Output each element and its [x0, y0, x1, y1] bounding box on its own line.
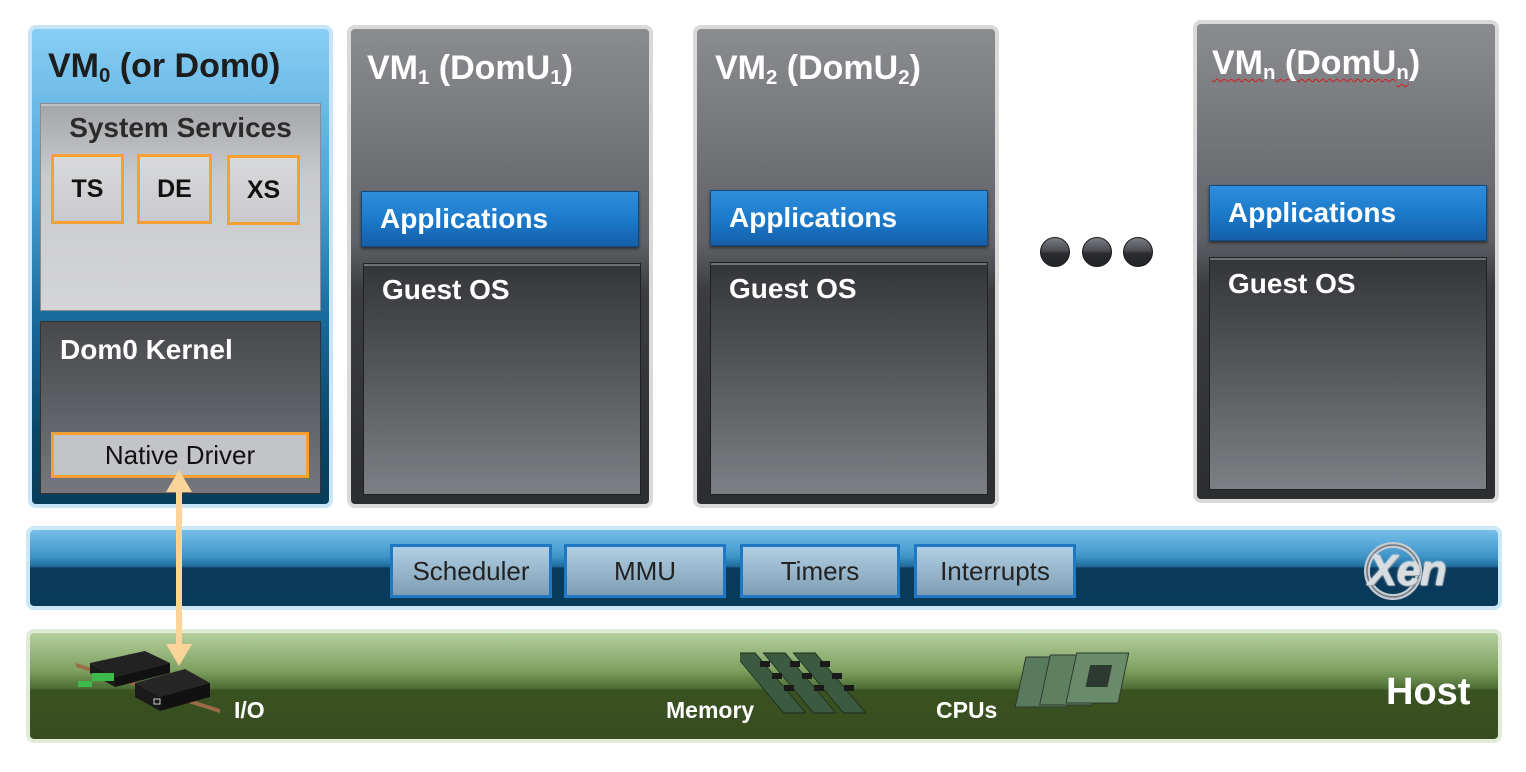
vm2-guest-os-box: Guest OS — [710, 262, 988, 495]
service-xs: XS — [227, 155, 300, 225]
vmn-title: VMn (DomUn) — [1212, 44, 1420, 85]
native-driver-box: Native Driver — [51, 432, 309, 478]
vmn-title-mid: (DomU — [1275, 44, 1397, 82]
io-double-arrow-icon — [166, 470, 192, 666]
dom0-kernel-box: Dom0 Kernel Native Driver — [40, 321, 321, 494]
system-services-box: System Services TS DE XS — [40, 103, 321, 311]
vm0-title-sub: 0 — [99, 65, 111, 88]
memory-module-icon — [740, 652, 867, 714]
io-device-icon — [76, 651, 220, 713]
vm1-title-mid: (DomU — [429, 49, 551, 87]
vm2-title-mid: (DomU — [777, 49, 899, 87]
vm0-title-main: VM — [48, 47, 99, 85]
vm1-title-sub: 1 — [418, 67, 430, 90]
host-label: Host — [1386, 671, 1471, 713]
vm2-title-main: VM — [715, 49, 766, 87]
ellipsis-dot — [1082, 237, 1112, 267]
xen-logo-ring-icon — [1364, 542, 1422, 600]
vmn-title-sub: n — [1263, 62, 1276, 85]
vm2-box: VM2 (DomU2) Applications Guest OS — [693, 25, 999, 508]
host-resource-io: I/O — [234, 697, 265, 723]
vm1-title-end: ) — [561, 49, 573, 87]
host-resource-memory: Memory — [666, 697, 755, 723]
xen-hypervisor-bar: Scheduler MMU Timers Interrupts Xen — [26, 526, 1502, 610]
vm1-title-sub2: 1 — [550, 67, 562, 90]
hypervisor-scheduler: Scheduler — [390, 544, 552, 598]
vmn-guest-os-box: Guest OS — [1209, 257, 1487, 490]
vm0-dom0-box: VM0 (or Dom0) System Services TS DE XS D… — [28, 25, 333, 508]
vm1-applications-box: Applications — [361, 191, 639, 247]
host-resource-cpus: CPUs — [936, 697, 998, 723]
cpu-chip-icon — [1014, 652, 1130, 708]
vmn-title-main-group: VMn — [1212, 44, 1276, 85]
vm1-title: VM1 (DomU1) — [367, 49, 573, 90]
xen-logo-text: Xen — [1368, 546, 1447, 595]
vm1-title-main: VM — [367, 49, 418, 87]
vmn-title-sub2: n — [1396, 62, 1409, 85]
vmn-box: VMn (DomUn) Applications Guest OS — [1193, 20, 1499, 503]
vm0-title-rest: (or Dom0) — [110, 47, 281, 85]
system-services-title: System Services — [69, 112, 292, 143]
vmn-title-main: VM — [1212, 44, 1263, 82]
hypervisor-mmu: MMU — [564, 544, 726, 598]
vm2-applications-box: Applications — [710, 190, 988, 246]
host-bar: I/O Memory CPUs Host — [26, 629, 1502, 743]
ellipsis-dot — [1040, 237, 1070, 267]
dom0-kernel-title: Dom0 Kernel — [60, 334, 233, 365]
vmn-title-mid-group: (DomUn — [1275, 44, 1409, 85]
vm1-guest-os-box: Guest OS — [363, 263, 641, 495]
service-ts: TS — [51, 154, 124, 224]
vm2-title: VM2 (DomU2) — [715, 49, 921, 90]
xen-logo: Xen — [1360, 536, 1490, 608]
ellipsis-dot — [1123, 237, 1153, 267]
vm2-title-sub2: 2 — [898, 67, 910, 90]
hypervisor-timers: Timers — [740, 544, 900, 598]
vm0-title: VM0 (or Dom0) — [48, 47, 280, 88]
vm2-title-sub: 2 — [766, 67, 778, 90]
hypervisor-interrupts: Interrupts — [914, 544, 1076, 598]
vmn-title-end: ) — [1408, 44, 1421, 82]
vm1-box: VM1 (DomU1) Applications Guest OS — [347, 25, 653, 508]
vm2-title-end: ) — [909, 49, 921, 87]
service-de: DE — [137, 154, 212, 224]
vmn-applications-box: Applications — [1209, 185, 1487, 241]
